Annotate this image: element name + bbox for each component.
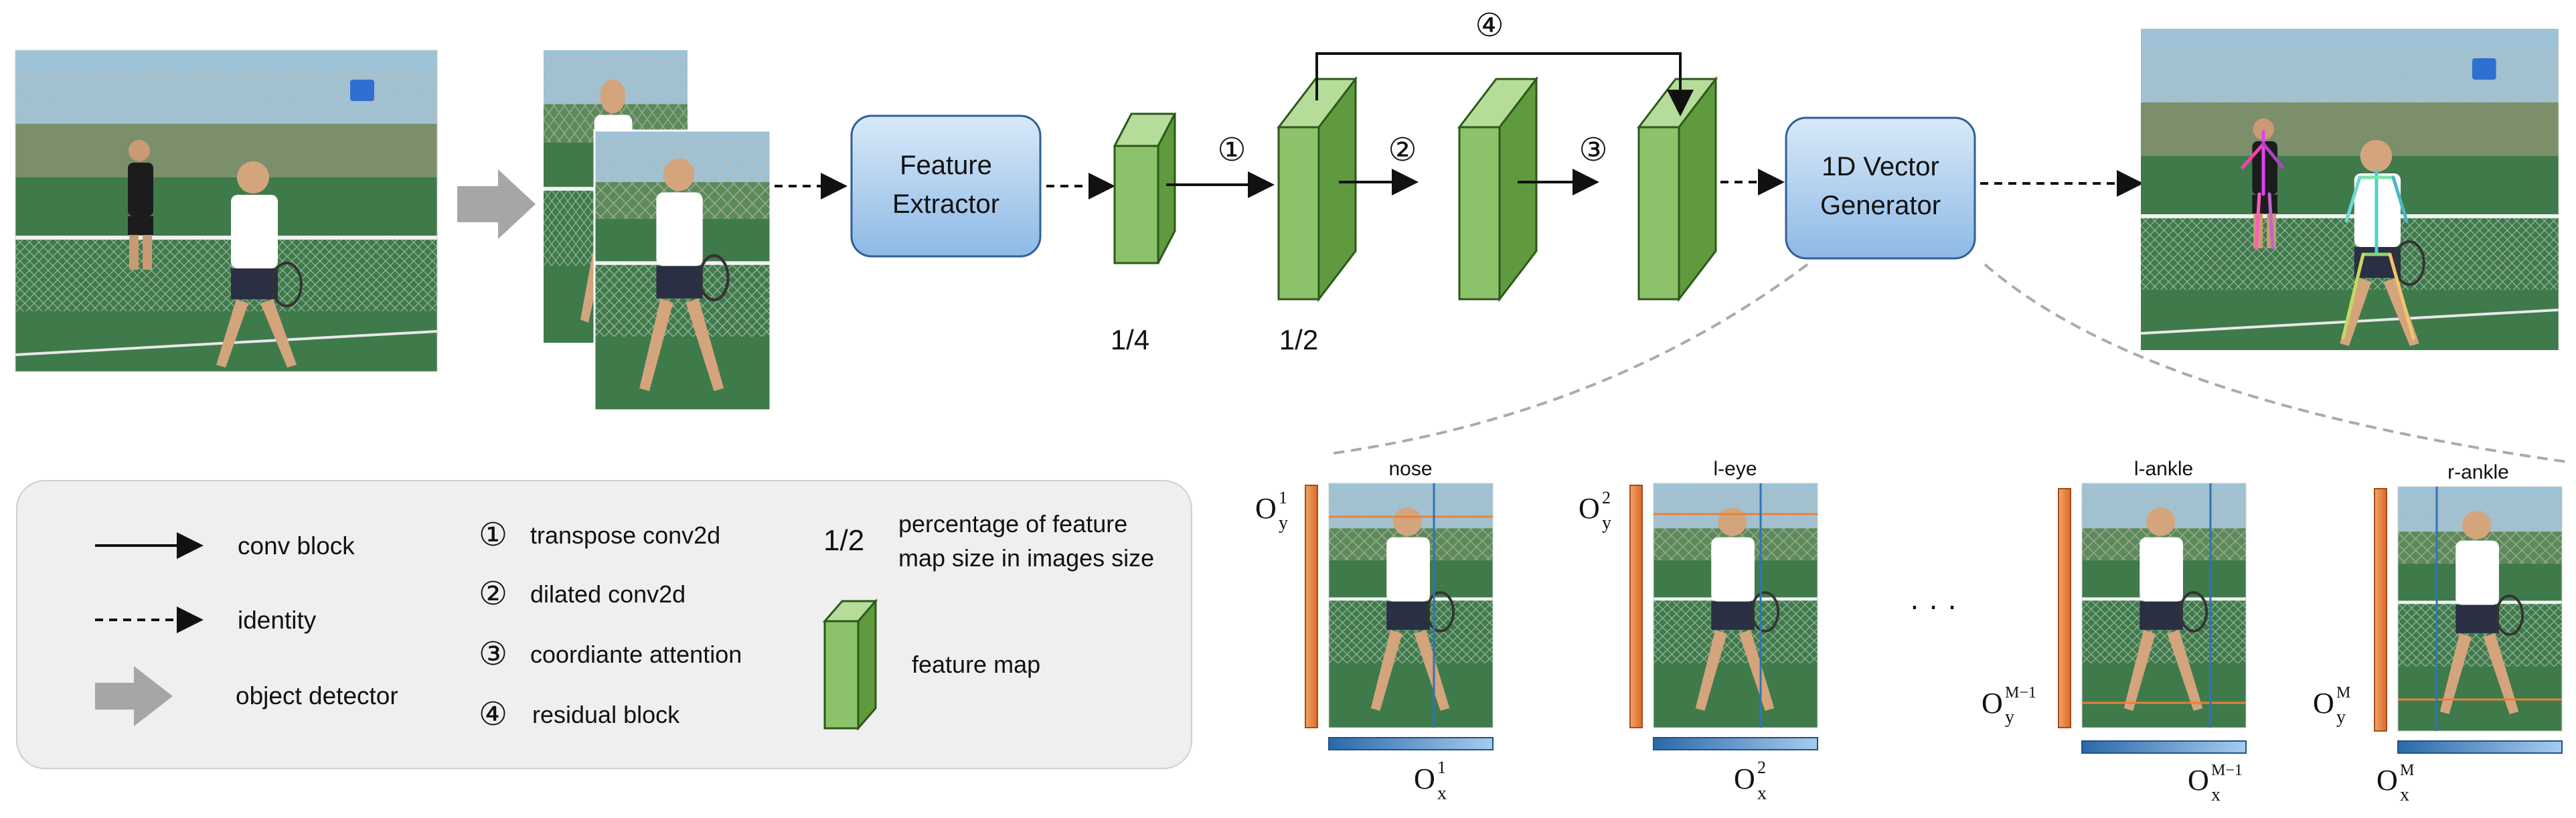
output-pose-image [2141, 29, 2559, 350]
panel-ox-symbol-nose: O [1414, 762, 1435, 795]
panel-oy-sub-l-ankle: y [2005, 707, 2014, 728]
feature-map-half-3 [1636, 76, 1718, 303]
legend-marker-4: ④ [479, 697, 507, 732]
panel-oy-sup-r-ankle: M [2336, 684, 2350, 702]
legend-marker-3: ③ [479, 637, 507, 672]
panel-ox-sub-nose: x [1437, 783, 1447, 804]
legend-ratio-desc-line1: percentage of feature [898, 510, 1127, 538]
object-detector-arrow [457, 169, 536, 239]
panel-label-l-ankle: l-ankle [2134, 458, 2193, 480]
panel-oy-symbol-nose: O [1255, 492, 1277, 525]
legend-coordinate-attention-label: coordiante attention [530, 641, 742, 668]
legend-marker-1: ① [479, 517, 507, 553]
panel-oy-sup-nose: 1 [1279, 488, 1287, 507]
output-panel-l-ankle: l-ankle O M−1 y O M−1 x [1982, 458, 2246, 805]
panel-ox-sup-r-ankle: M [2400, 762, 2414, 779]
legend-object-detector-label: object detector [236, 682, 398, 710]
vector-generator-box: 1D Vector Generator [1785, 116, 1976, 260]
panel-ox-sup-l-eye: 2 [1757, 758, 1766, 777]
panel-label-nose: nose [1388, 458, 1432, 480]
input-image [15, 50, 437, 372]
panel-ox-symbol-l-eye: O [1734, 762, 1755, 795]
panel-ox-symbol-r-ankle: O [2377, 764, 2398, 797]
feature-map-quarter [1113, 112, 1177, 264]
detail-fan-line-left [1328, 263, 1809, 455]
scale-label-half: 1/2 [1279, 324, 1318, 355]
panel-label-r-ankle: r-ankle [2447, 461, 2509, 483]
output-panel-nose: nose O 1 y O 1 x [1255, 458, 1493, 804]
panel-ox-sub-r-ankle: x [2400, 785, 2409, 805]
panel-oy-sup-l-eye: 2 [1602, 488, 1611, 507]
legend-panel: conv block identity object detector ① tr… [16, 480, 1192, 769]
feature-map-half-2 [1457, 76, 1539, 303]
step-marker-2: ② [1388, 133, 1417, 168]
legend-feature-map-label: feature map [912, 651, 1040, 678]
legend-conv-block-label: conv block [238, 532, 355, 560]
panel-ox-sup-nose: 1 [1437, 758, 1446, 777]
legend-object-detector-arrow [95, 666, 173, 726]
panel-ox-sub-l-ankle: x [2211, 785, 2221, 805]
panel-ellipsis: · · · [1909, 588, 1957, 623]
legend-feature-map-icon [822, 598, 878, 732]
step-marker-3: ③ [1579, 133, 1607, 168]
legend-dilated-conv2d-label: dilated conv2d [530, 580, 686, 608]
panel-oy-sub-l-eye: y [1602, 513, 1611, 534]
panel-oy-symbol-r-ankle: O [2313, 687, 2334, 720]
legend-ratio-desc-line2: map size in images size [898, 544, 1154, 572]
panel-ox-symbol-l-ankle: O [2188, 764, 2209, 797]
panel-label-l-eye: l-eye [1713, 458, 1757, 480]
output-panel-l-eye: l-eye O 2 y O 2 x [1579, 458, 1818, 804]
panel-oy-symbol-l-ankle: O [1982, 687, 2003, 720]
legend-identity-label: identity [238, 606, 317, 634]
feature-extractor-label-line2: Extractor [892, 189, 999, 219]
panel-oy-sub-r-ankle: y [2336, 707, 2346, 728]
legend-residual-block-label: residual block [532, 701, 680, 728]
step-marker-4: ④ [1475, 8, 1504, 44]
panel-ox-sup-l-ankle: M−1 [2211, 762, 2243, 779]
scale-label-quarter: 1/4 [1111, 324, 1149, 355]
legend-marker-2: ② [479, 576, 507, 612]
legend-transpose-conv2d-label: transpose conv2d [530, 521, 720, 549]
output-panels: nose O 1 y O 1 x l-eye O 2 y O [1255, 458, 2562, 805]
cropped-person-images [544, 50, 771, 410]
panel-oy-sup-l-ankle: M−1 [2005, 684, 2036, 702]
residual-skip-connection [1315, 52, 1694, 116]
panel-oy-symbol-l-eye: O [1579, 492, 1600, 525]
panel-oy-sub-nose: y [1279, 513, 1288, 534]
vector-generator-label-line1: 1D Vector [1822, 152, 1939, 181]
legend-ratio-symbol: 1/2 [823, 524, 864, 557]
vector-generator-label-line2: Generator [1820, 191, 1941, 220]
output-panel-r-ankle: r-ankle O M y O M x [2313, 461, 2562, 805]
feature-map-half-1 [1276, 76, 1358, 303]
panel-ox-sub-l-eye: x [1757, 783, 1767, 804]
feature-extractor-box: Feature Extractor [850, 114, 1042, 258]
step-marker-1: ① [1217, 133, 1246, 168]
feature-extractor-label-line1: Feature [900, 151, 992, 180]
